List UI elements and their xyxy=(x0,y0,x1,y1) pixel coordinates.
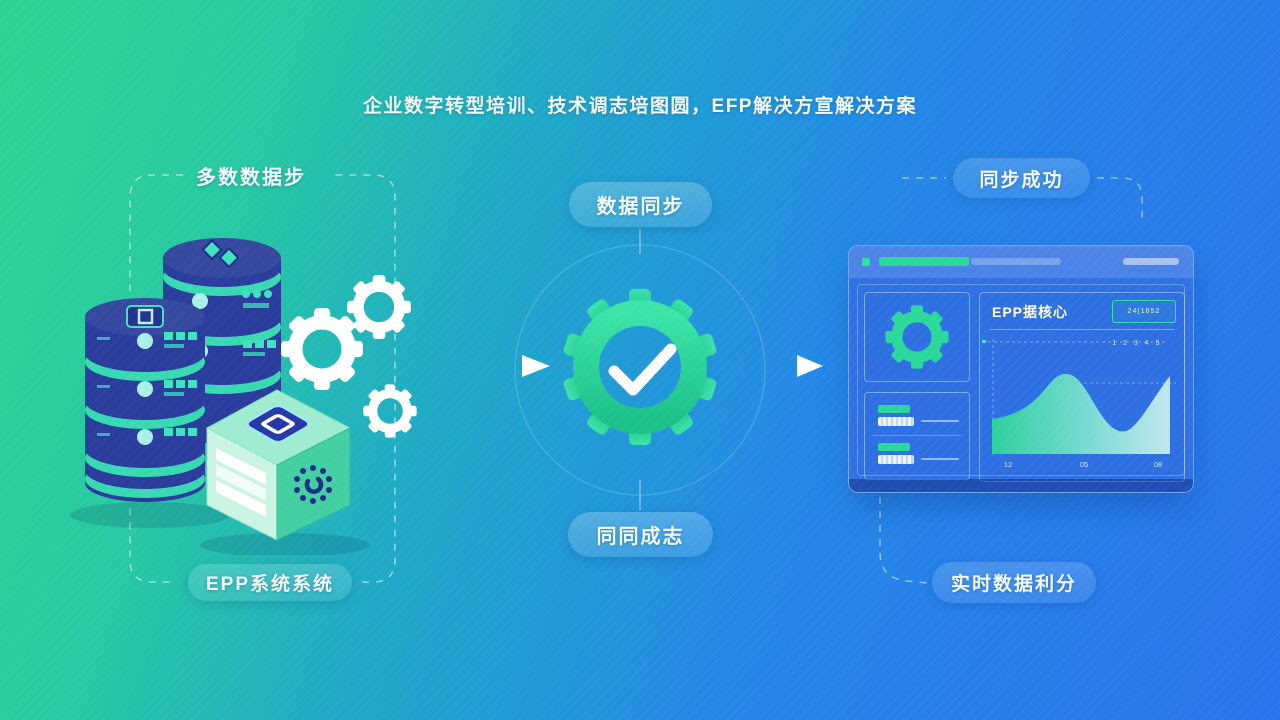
divider xyxy=(990,329,1174,330)
shadow xyxy=(70,502,230,528)
gear-widget-box xyxy=(864,292,970,382)
sync-done-pill: 同同成志 xyxy=(568,512,713,557)
database-stack-front-icon xyxy=(85,298,205,502)
page-title: 企业数字转型培训、技术调志培图圆，EFP解决方宣解决方案 xyxy=(363,96,917,117)
dashboard-titlebar xyxy=(849,246,1193,278)
settings-gear-icon xyxy=(885,305,949,369)
data-sources-illustration xyxy=(70,238,430,555)
status-bars-box xyxy=(864,392,970,480)
dashboard-footer-bar xyxy=(849,479,1193,492)
status-bar-green xyxy=(878,405,910,413)
multi-source-label: 多数数据步 xyxy=(196,167,306,189)
status-bar-light xyxy=(878,417,914,426)
sync-success-pill: 同步成功 xyxy=(953,158,1090,198)
titlebar-progress-bar xyxy=(879,257,969,266)
x-tick-2: 05 xyxy=(1080,460,1088,469)
sync-success-dashed-connector xyxy=(902,177,1143,222)
area-chart: 1 2 3 4 5 12 05 08 xyxy=(982,339,1176,469)
area-series xyxy=(992,374,1170,454)
dashboard-mockup: EPP据核心 24(1852 1 2 3 4 5 12 05 xyxy=(848,245,1194,493)
chart-panel-title: EPP据核心 xyxy=(992,304,1069,320)
axis-mark xyxy=(982,340,986,343)
titlebar-track-bar xyxy=(971,258,1061,265)
arrow-left-to-center xyxy=(437,355,550,377)
chart-widget-box: EPP据核心 24(1852 1 2 3 4 5 12 05 xyxy=(979,292,1185,482)
realtime-data-pill: 实时数据利分 xyxy=(932,562,1096,603)
checkmark-icon xyxy=(608,343,677,396)
epp-cube-icon xyxy=(205,389,352,541)
status-caption-line xyxy=(921,420,959,422)
status-bar-light xyxy=(878,455,914,464)
status-caption-line xyxy=(921,458,959,460)
x-tick-3: 08 xyxy=(1154,460,1162,469)
status-bar-green xyxy=(878,443,910,451)
data-sync-pill: 数据同步 xyxy=(569,182,712,227)
divider xyxy=(873,435,961,436)
arrow-center-to-right xyxy=(731,355,823,377)
status-dot-icon xyxy=(862,258,870,266)
halo-circle xyxy=(514,244,766,496)
sync-check-gear-icon xyxy=(563,289,717,445)
axis-tick-note: 1 2 3 4 5 xyxy=(1112,340,1162,347)
x-tick-1: 12 xyxy=(1004,460,1012,469)
epp-system-label: EPP系统系统 xyxy=(188,564,352,601)
titlebar-right-bar xyxy=(1123,258,1179,265)
shadow xyxy=(200,533,370,555)
chart-action-button: 24(1852 xyxy=(1112,300,1176,323)
realtime-dashed-connector xyxy=(879,497,929,584)
left-group-dashed-frame xyxy=(129,174,396,583)
